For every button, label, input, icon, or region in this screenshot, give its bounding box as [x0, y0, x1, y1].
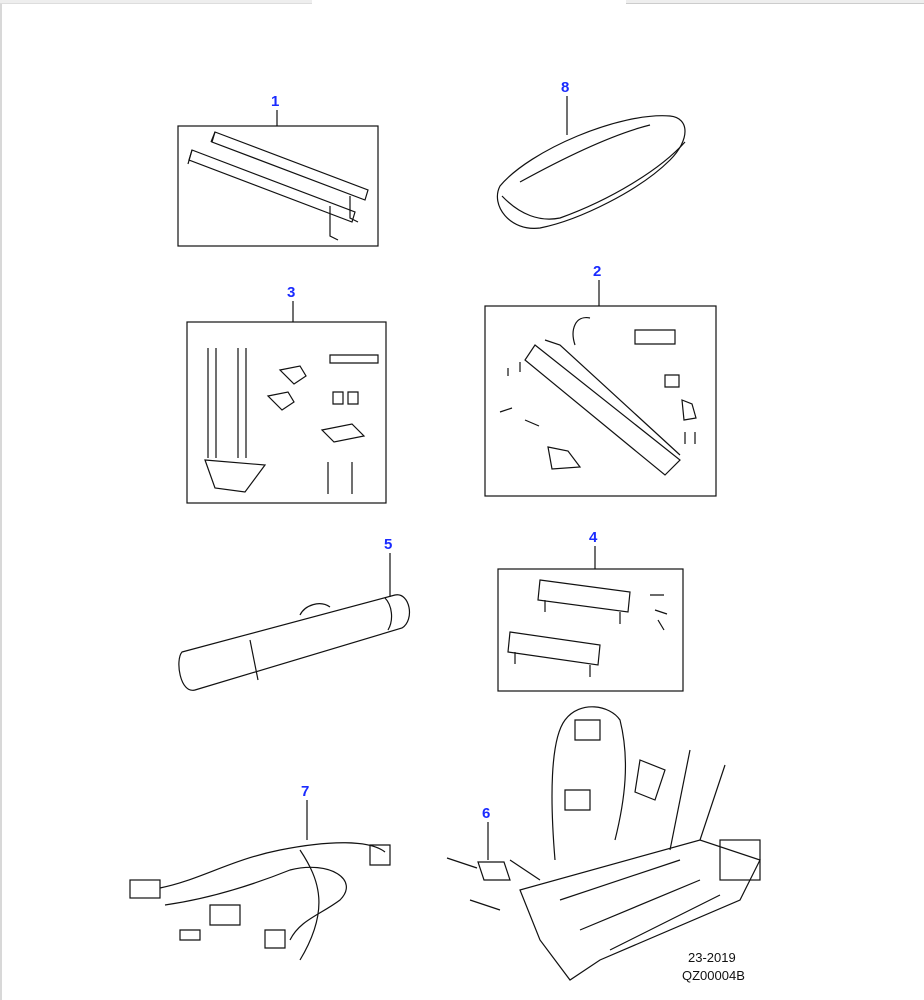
callout-7: 7: [301, 783, 309, 800]
part-6-towbar-bike-carrier[interactable]: 6: [446, 706, 761, 981]
part-3-bike-holder-kit[interactable]: 3: [186, 284, 387, 504]
callout-2: 2: [593, 263, 601, 280]
part-2-box: [484, 305, 717, 497]
window-border: [0, 0, 2, 1000]
part-7-wiring-harness[interactable]: 7: [129, 783, 391, 961]
part-2-bike-carrier-rail[interactable]: 2: [484, 263, 717, 497]
callout-8: 8: [561, 79, 569, 96]
part-1-box: [177, 125, 379, 247]
callout-6: 6: [482, 805, 490, 822]
diagram-date: 23-2019: [688, 950, 736, 965]
window-toolbar-left: [0, 0, 312, 4]
part-4-box: [497, 568, 684, 692]
diagram-code: QZ00004B: [682, 968, 745, 983]
part-5-ski-bag[interactable]: 5: [178, 536, 411, 691]
part-4-ski-carrier[interactable]: 4: [497, 529, 684, 692]
callout-1: 1: [271, 93, 279, 110]
callout-5: 5: [384, 536, 392, 553]
callout-4: 4: [589, 529, 598, 546]
callout-3: 3: [287, 284, 295, 301]
part-3-box: [186, 321, 387, 504]
part-8-roof-box[interactable]: 8: [496, 79, 686, 229]
part-1-roof-bars[interactable]: 1: [177, 93, 379, 247]
window-toolbar-right: [626, 0, 924, 4]
